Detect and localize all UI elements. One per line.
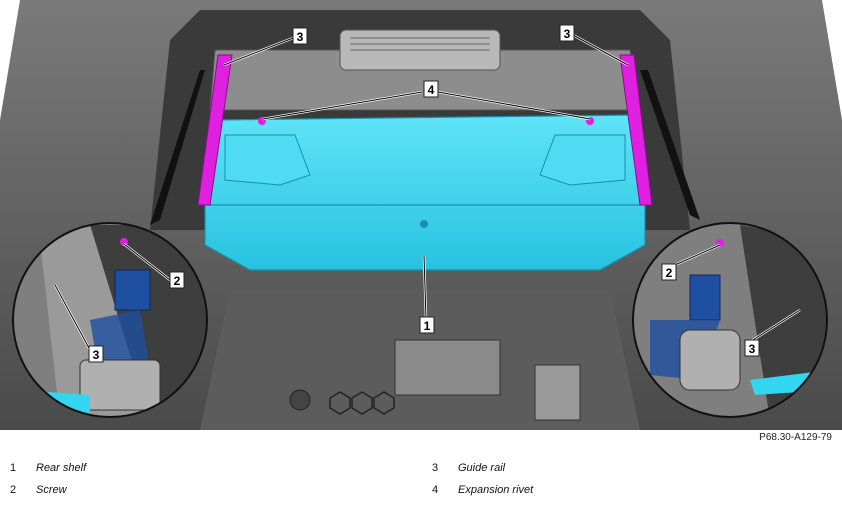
callout-4: 4 — [423, 80, 439, 98]
legend-label: Guide rail — [458, 462, 506, 474]
legend-item-expansion-rivet: 4 Expansion rivet — [432, 484, 533, 496]
shelf-center-rivet — [420, 220, 428, 228]
svg-text:3: 3 — [297, 30, 304, 44]
svg-text:2: 2 — [666, 266, 673, 280]
legend-item-rear-shelf: 1 Rear shelf — [10, 462, 86, 474]
legend-number: 3 — [432, 462, 439, 474]
callout-3-top-left: 3 — [292, 27, 308, 45]
legend-item-guide-rail: 3 Guide rail — [432, 462, 505, 474]
shelf-recess-right — [539, 134, 626, 186]
legend-number: 2 — [10, 484, 17, 496]
legend-number: 1 — [10, 462, 17, 474]
svg-text:1: 1 — [424, 319, 431, 333]
floor-grommet — [289, 389, 311, 411]
control-unit — [534, 364, 581, 421]
callout-3-inset-right: 3 — [744, 339, 760, 357]
vehicle-illustration: 1 2 2 3 3 3 3 4 — [0, 0, 842, 430]
callout-3-top-right: 3 — [559, 24, 575, 42]
callout-2-right: 2 — [661, 263, 677, 281]
shelf-recess-left — [224, 134, 311, 186]
legend-item-screw: 2 Screw — [10, 484, 67, 496]
legend-label: Rear shelf — [36, 462, 87, 474]
callout-1: 1 — [419, 316, 435, 334]
legend-label: Screw — [36, 484, 67, 496]
vent-grille — [350, 37, 490, 51]
callout-3-inset-left: 3 — [88, 345, 104, 363]
inset-connector-left — [150, 70, 205, 225]
svg-text:4: 4 — [428, 83, 435, 97]
inset-connector-right — [640, 70, 700, 220]
guide-rail-left — [197, 54, 233, 206]
legend-number: 4 — [432, 484, 439, 496]
callout-2-left: 2 — [169, 271, 185, 289]
leader-lines-core — [54, 34, 801, 351]
battery-module — [394, 339, 501, 396]
svg-text:2: 2 — [174, 274, 181, 288]
legend-label: Expansion rivet — [458, 484, 534, 496]
hex-panel — [329, 391, 395, 415]
svg-text:3: 3 — [749, 342, 756, 356]
svg-text:3: 3 — [93, 348, 100, 362]
figure-reference-code: P68.30-A129-79 — [759, 432, 832, 443]
guide-rail-right — [619, 54, 653, 206]
detail-inset-right — [632, 222, 828, 418]
svg-text:3: 3 — [564, 27, 571, 41]
